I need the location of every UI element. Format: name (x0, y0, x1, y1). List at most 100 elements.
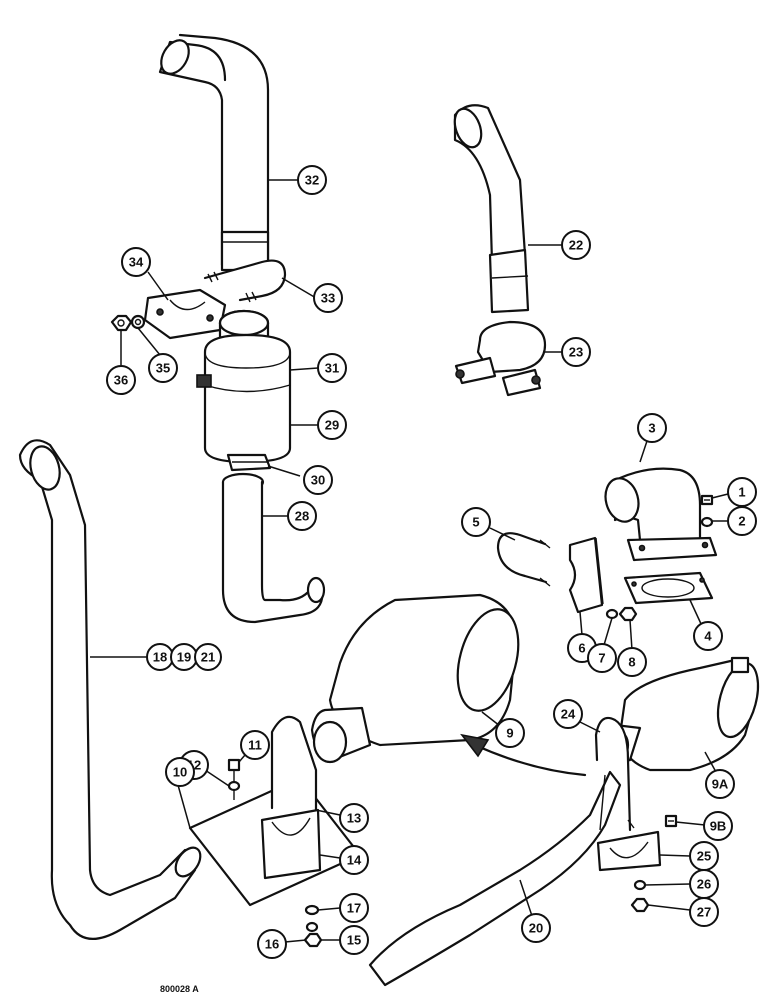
u-bolt-5 (496, 532, 551, 587)
callout-16: 16 (257, 929, 287, 959)
callout-32: 32 (297, 165, 327, 195)
svg-text:34: 34 (129, 255, 144, 270)
callout-19: 19 (170, 643, 198, 671)
washer-17 (304, 904, 320, 916)
svg-text:27: 27 (697, 905, 711, 920)
elbow-pipe-28 (221, 472, 326, 624)
svg-text:26: 26 (697, 877, 711, 892)
spark-arrester-29 (196, 309, 292, 464)
svg-text:22: 22 (569, 238, 583, 253)
stack-tube-32 (158, 33, 270, 272)
svg-text:14: 14 (347, 853, 362, 868)
callout-15: 15 (339, 925, 369, 955)
exhaust-clamp-23 (454, 320, 547, 397)
callout-23: 23 (561, 337, 591, 367)
figure-id: 800028 A (160, 984, 199, 994)
callout-21: 21 (194, 643, 222, 671)
svg-text:25: 25 (697, 849, 711, 864)
svg-text:35: 35 (156, 361, 170, 376)
bolt-11 (227, 758, 241, 800)
callout-22: 22 (561, 230, 591, 260)
svg-text:6: 6 (578, 641, 585, 656)
callout-36: 36 (106, 365, 136, 395)
callout-10: 10 (165, 757, 195, 787)
callout-2: 2 (727, 506, 757, 536)
nut-36 (110, 314, 133, 332)
callout-4: 4 (693, 621, 723, 651)
callout-14: 14 (339, 845, 369, 875)
callout-7: 7 (587, 643, 617, 673)
svg-text:10: 10 (173, 765, 187, 780)
svg-text:36: 36 (114, 373, 128, 388)
callout-3: 3 (637, 413, 667, 443)
svg-text:17: 17 (347, 901, 361, 916)
callout-35: 35 (148, 353, 178, 383)
svg-text:13: 13 (347, 811, 361, 826)
svg-text:33: 33 (321, 291, 335, 306)
callout-11: 11 (240, 730, 270, 760)
screw-9b (664, 814, 678, 828)
svg-text:19: 19 (177, 650, 191, 665)
curved-stack-22 (453, 104, 530, 314)
outlet-flange-30 (226, 453, 272, 472)
callout-5: 5 (461, 507, 491, 537)
svg-text:2: 2 (738, 514, 745, 529)
svg-text:16: 16 (265, 937, 279, 952)
nut-27 (630, 897, 650, 913)
svg-text:18: 18 (153, 650, 167, 665)
gasket-4 (623, 571, 714, 605)
callout-9b: 9B (703, 811, 733, 841)
muffler-9 (310, 593, 520, 764)
clamp-bracket-6 (568, 536, 604, 614)
nut-15 (303, 932, 323, 948)
nut-8 (618, 606, 638, 622)
svg-text:9A: 9A (712, 777, 729, 792)
lockwasher-26 (633, 879, 647, 891)
svg-text:5: 5 (472, 515, 479, 530)
svg-text:9B: 9B (710, 819, 727, 834)
svg-text:15: 15 (347, 933, 361, 948)
callout-28: 28 (287, 501, 317, 531)
svg-text:7: 7 (598, 651, 605, 666)
clamp-25 (596, 830, 662, 872)
callout-31: 31 (317, 353, 347, 383)
lockwasher-7 (605, 608, 619, 620)
callout-27: 27 (689, 897, 719, 927)
callout-20: 20 (521, 913, 551, 943)
washer-12 (227, 780, 241, 792)
u-bolt-13 (270, 715, 318, 832)
leader-lines (90, 179, 729, 943)
callout-13: 13 (339, 803, 369, 833)
clamp-saddle-14 (260, 808, 322, 880)
svg-text:31: 31 (325, 361, 339, 376)
direction-arrow (460, 733, 587, 777)
svg-text:28: 28 (295, 509, 309, 524)
exhaust-elbow-3 (604, 467, 718, 562)
svg-text:29: 29 (325, 418, 339, 433)
svg-text:9: 9 (506, 726, 513, 741)
svg-text:11: 11 (248, 738, 262, 753)
callout-34: 34 (121, 247, 151, 277)
callout-1: 1 (727, 477, 757, 507)
callout-18: 18 (146, 643, 174, 671)
callout-29: 29 (317, 410, 347, 440)
u-bolt-24 (594, 716, 635, 832)
svg-text:32: 32 (305, 173, 319, 188)
callout-17: 17 (339, 893, 369, 923)
svg-text:20: 20 (529, 921, 543, 936)
svg-text:24: 24 (561, 707, 576, 722)
callout-24: 24 (553, 699, 583, 729)
callout-9a: 9A (705, 769, 735, 799)
lockwasher-16 (305, 921, 319, 933)
svg-text:21: 21 (201, 650, 215, 665)
washer-2 (700, 516, 714, 528)
callout-8: 8 (617, 647, 647, 677)
svg-text:3: 3 (648, 421, 655, 436)
long-stack-18-19-21 (18, 439, 202, 940)
svg-text:23: 23 (569, 345, 583, 360)
svg-text:30: 30 (311, 473, 325, 488)
tailpipe-20 (368, 770, 622, 987)
svg-text:4: 4 (704, 629, 712, 644)
callout-33: 33 (313, 283, 343, 313)
